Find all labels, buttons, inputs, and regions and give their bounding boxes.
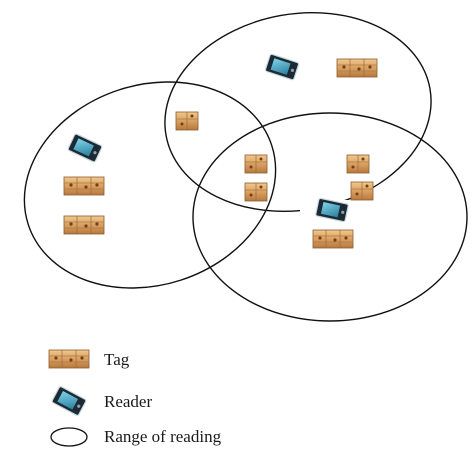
legend-reader-icon [50, 385, 88, 417]
legend-range-icon [50, 427, 88, 447]
tag-icon [244, 154, 268, 174]
tag-icon [346, 154, 370, 174]
legend-tag-icon [48, 349, 90, 369]
legend-tag-label: Tag [104, 350, 130, 369]
tag-icon [312, 229, 354, 249]
legend-reader-label: Reader [104, 392, 153, 411]
tag-icon [336, 58, 378, 78]
tag-icon [63, 215, 105, 235]
tag-icon [350, 181, 374, 201]
reading-range-right [192, 112, 468, 322]
reading-range-left [23, 81, 277, 289]
reader-icon [67, 132, 103, 164]
legend-range-label: Range of reading [104, 427, 222, 446]
tag-icon [244, 182, 268, 202]
tag-icon [63, 176, 105, 196]
reader-icon [264, 53, 300, 81]
tag-icon [175, 111, 199, 131]
